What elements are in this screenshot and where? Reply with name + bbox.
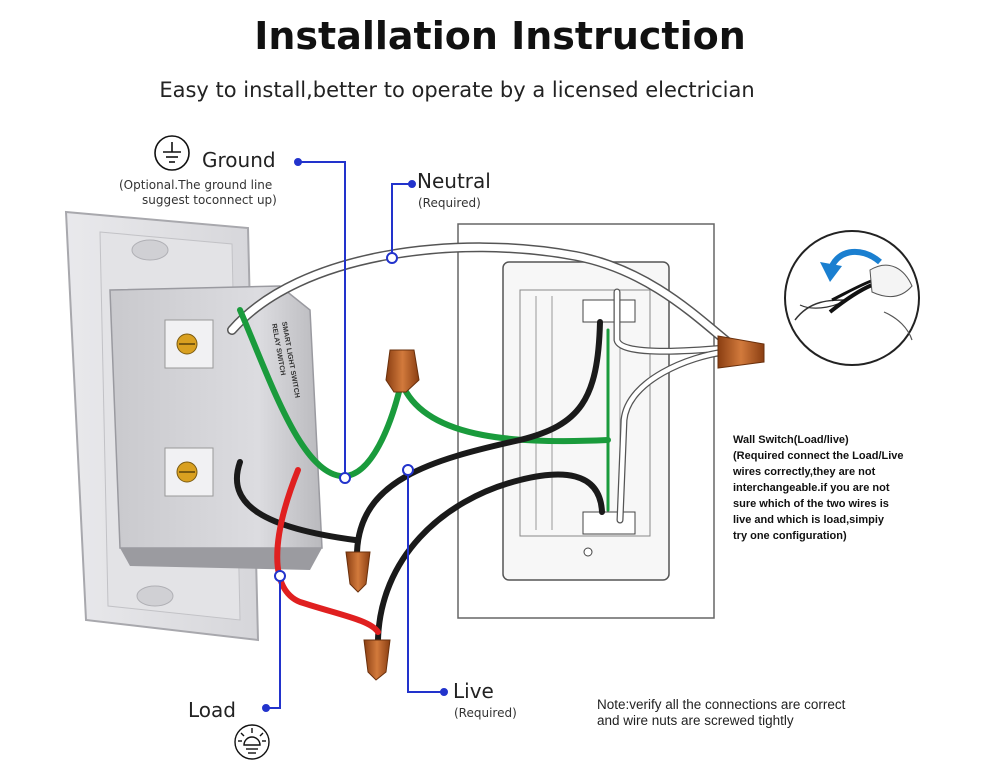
ground-wire [237,307,403,480]
ground-label: Ground [202,148,276,172]
wall-switch-note-line: Wall Switch(Load/live) [733,434,849,446]
wall-switch-note-line: (Required connect the Load/Live [733,450,904,462]
ground-note-2: suggest toconnect up) [142,193,277,207]
switch-top-terminal [582,299,636,323]
wall-switch-note-line: live and which is load,simpiy [733,514,884,526]
footer-note-line: Note:verify all the connections are corr… [597,697,846,712]
footer-note: Note:verify all the connections are corr… [597,697,917,729]
load-label: Load [188,698,236,722]
live-wire [354,319,603,555]
wire-nut-neutral [717,335,765,369]
footer-note-line: and wire nuts are screwed tightly [597,713,794,728]
neutral-note: (Required) [418,196,481,210]
live-leader [407,472,444,693]
twist-detail-inset [784,230,920,366]
page-title: Installation Instruction [254,14,746,58]
wire-nut-ground [385,349,420,393]
live-note: (Required) [454,706,517,720]
ground-note-1: (Optional.The ground line [119,178,273,192]
wall-switch-note: Wall Switch(Load/live) (Required connect… [733,432,993,544]
wall-switch-note-line: wires correctly,they are not [733,466,876,478]
twist-arrow-icon [820,248,882,282]
load-leader [266,578,281,709]
wire-nuts [345,335,765,681]
load-wire [274,467,381,635]
leader-lines [262,158,448,712]
neutral-leader [391,183,412,256]
wall-switch-note-line: interchangeable.if you are not [733,482,890,494]
smart-switch: SMART LIGHT SWITCH RELAY SWITCH [64,210,323,642]
wire-nut-live [345,551,371,593]
ground-symbol-icon [154,135,190,171]
neutral-wire [228,243,734,348]
load-black-wire [233,459,358,543]
switch-bottom-terminal [582,511,636,535]
light-bulb-icon [234,724,270,760]
neutral-label: Neutral [417,169,491,193]
wall-switch-note-line: sure which of the two wires is [733,498,889,510]
wall-switch [457,223,715,619]
ground-leader [298,161,346,478]
live-label: Live [453,679,494,703]
relay-body [109,285,323,549]
wall-switch-note-line: try one configuration) [733,530,847,542]
page-subtitle: Easy to install,better to operate by a l… [159,78,755,102]
wire-nut-load [363,639,391,681]
wires [227,242,735,643]
